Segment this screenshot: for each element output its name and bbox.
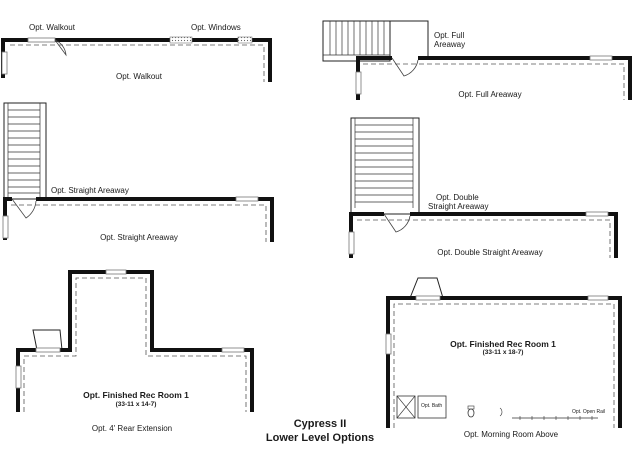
double-areaway-note-line2: Straight Areaway [428, 202, 489, 211]
straight-areaway-window-left [2, 215, 9, 239]
morning-rec-title: Opt. Finished Rec Room 1 [450, 339, 556, 349]
rear-ext-window-top [105, 269, 127, 275]
rear-extension-plan [15, 269, 254, 412]
double-straight-areaway-plan [348, 117, 618, 258]
walkout-plan [1, 36, 272, 82]
morning-window-left [385, 333, 392, 355]
full-areaway-window-left [355, 71, 362, 95]
walkout-window-hatch-1 [169, 36, 193, 44]
double-areaway-window-top [585, 211, 609, 217]
walkout-window-left [1, 51, 8, 75]
rear-ext-window-right [221, 347, 245, 353]
rear-ext-bay-window [35, 347, 61, 353]
morning-bay-window [415, 295, 441, 301]
morning-open-rail-label: Opt. Open Rail [572, 409, 606, 415]
straight-areaway-room-label: Opt. Straight Areaway [100, 233, 178, 242]
rear-ext-room-label: Opt. 4' Rear Extension [91, 424, 173, 433]
straight-areaway-plan [2, 102, 274, 242]
double-areaway-room-label: Opt. Double Straight Areaway [437, 248, 543, 257]
walkout-room-label: Opt. Walkout [116, 72, 162, 81]
morning-room-label: Opt. Morning Room Above [463, 430, 559, 439]
straight-areaway-note: Opt. Straight Areaway [51, 186, 129, 195]
page-subtitle: Lower Level Options [265, 432, 375, 444]
bath-shower [396, 395, 416, 419]
morning-room-plan [385, 277, 622, 428]
straight-areaway-window-top [235, 196, 259, 202]
walkout-window-note: Opt. Windows [191, 23, 241, 32]
bath-toilet [467, 408, 475, 418]
walkout-door-gap [27, 37, 56, 43]
walkout-door-note: Opt. Walkout [29, 23, 75, 32]
full-areaway-note-line2: Areaway [434, 40, 466, 49]
morning-window-top [587, 295, 609, 301]
double-areaway-note-line1: Opt. Double [436, 193, 479, 202]
morning-rec-dims: (33-11 x 18-7) [482, 349, 524, 356]
bath-vanity [417, 395, 447, 419]
morning-bath-label: Opt. Bath [421, 403, 443, 409]
full-areaway-note-line1: Opt. Full [434, 31, 465, 40]
full-areaway-plan [322, 20, 632, 100]
full-areaway-room-label: Opt. Full Areaway [458, 90, 522, 99]
double-areaway-window-left [348, 231, 355, 255]
full-areaway-window-top [589, 55, 613, 61]
rear-ext-rec-dims: (33-11 x 14-7) [115, 401, 157, 408]
rear-ext-rec-title: Opt. Finished Rec Room 1 [83, 390, 189, 400]
walkout-window-hatch-2 [237, 36, 253, 44]
page-title: Cypress II [293, 418, 347, 430]
rear-ext-window-left [15, 365, 22, 389]
